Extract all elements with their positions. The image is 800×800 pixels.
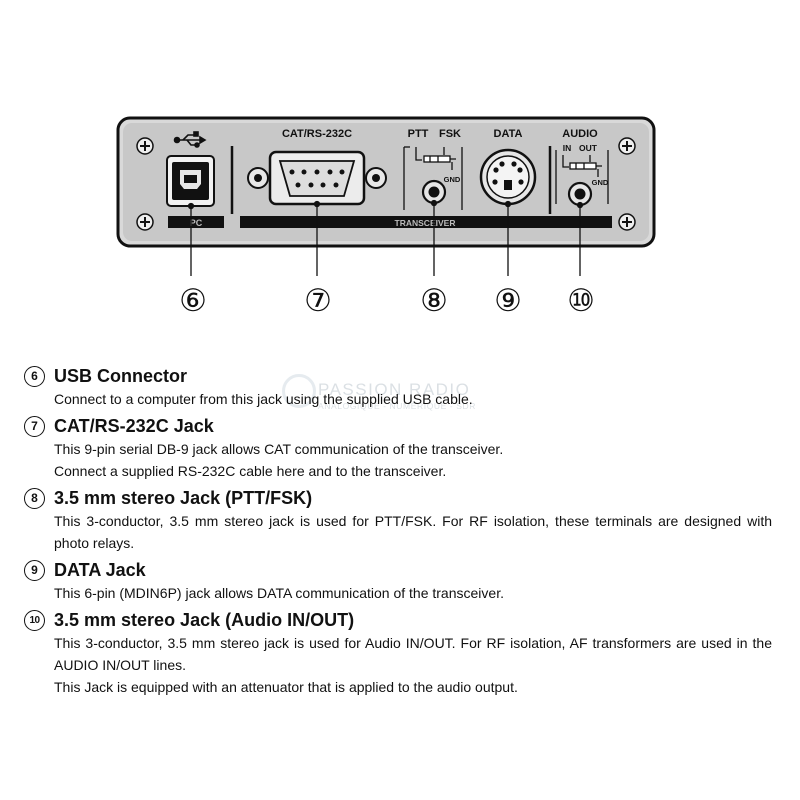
item-number: 9 bbox=[24, 559, 45, 581]
item-title: CAT/RS-232C Jack bbox=[54, 415, 214, 436]
item-number: 8 bbox=[24, 487, 45, 509]
item-text: This Jack is equipped with an attenuator… bbox=[54, 679, 518, 695]
item-title: 3.5 mm stereo Jack (PTT/FSK) bbox=[54, 487, 313, 508]
pc-label: PC bbox=[190, 218, 203, 228]
transceiver-label-bar bbox=[240, 216, 612, 228]
callout-10: ⑩ bbox=[567, 283, 595, 319]
list-item: 7 CAT/RS-232C Jack This 9-pin serial DB-… bbox=[24, 414, 772, 482]
audio-in-out-jack bbox=[567, 181, 593, 207]
stereo-plug-icon bbox=[555, 150, 609, 204]
item-title: DATA Jack bbox=[54, 559, 146, 580]
item-text: This 3-conductor, 3.5 mm stereo jack is … bbox=[54, 513, 772, 551]
item-number: 10 bbox=[24, 609, 45, 631]
gnd-label: GND bbox=[444, 175, 461, 184]
screw-icon bbox=[136, 213, 154, 231]
item-text: This 3-conductor, 3.5 mm stereo jack is … bbox=[54, 635, 772, 673]
callout-leaders bbox=[187, 199, 584, 276]
cat-label: CAT/RS-232C bbox=[282, 128, 352, 140]
callout-7: ⑦ bbox=[304, 283, 332, 319]
usb-port bbox=[166, 155, 215, 207]
stereo-plug-icon bbox=[403, 146, 463, 210]
audio-in-label: IN bbox=[563, 143, 572, 153]
item-title: USB Connector bbox=[54, 365, 188, 386]
ptt-label: PTT bbox=[408, 128, 429, 140]
list-item: 8 3.5 mm stereo Jack (PTT/FSK) This 3-co… bbox=[24, 486, 772, 554]
gnd-label: GND bbox=[592, 178, 609, 187]
descriptions-list: 6 USB Connector Connect to a computer fr… bbox=[24, 364, 772, 702]
item-text: Connect to a computer from this jack usi… bbox=[54, 391, 473, 407]
callout-6: ⑥ bbox=[179, 283, 207, 319]
rear-panel-diagram: PC TRANSCEIVER CAT/RS-232C PTT FSK bbox=[116, 116, 656, 319]
item-text: This 6-pin (MDIN6P) jack allows DATA com… bbox=[54, 585, 504, 601]
usb-icon bbox=[173, 131, 207, 148]
data-port bbox=[479, 148, 537, 206]
transceiver-label: TRANSCEIVER bbox=[395, 218, 456, 228]
cat-rs232c-port bbox=[247, 150, 387, 206]
item-number: 6 bbox=[24, 365, 45, 387]
callout-8: ⑧ bbox=[420, 283, 448, 319]
screw-icon bbox=[618, 137, 636, 155]
audio-label: AUDIO bbox=[562, 128, 598, 140]
screw-icon bbox=[618, 213, 636, 231]
screw-icon bbox=[136, 137, 154, 155]
data-label: DATA bbox=[494, 128, 523, 140]
list-item: 9 DATA Jack This 6-pin (MDIN6P) jack all… bbox=[24, 558, 772, 604]
item-title: 3.5 mm stereo Jack (Audio IN/OUT) bbox=[54, 609, 355, 630]
fsk-label: FSK bbox=[439, 128, 461, 140]
callout-9: ⑨ bbox=[494, 283, 522, 319]
list-item: 6 USB Connector Connect to a computer fr… bbox=[24, 364, 772, 410]
item-text: This 9-pin serial DB-9 jack allows CAT c… bbox=[54, 441, 504, 457]
item-number: 7 bbox=[24, 415, 45, 437]
pc-label-bar bbox=[168, 216, 224, 228]
ptt-fsk-jack bbox=[421, 179, 447, 205]
item-text: Connect a supplied RS-232C cable here an… bbox=[54, 463, 447, 479]
list-item: 10 3.5 mm stereo Jack (Audio IN/OUT) Thi… bbox=[24, 608, 772, 698]
audio-out-label: OUT bbox=[579, 143, 598, 153]
